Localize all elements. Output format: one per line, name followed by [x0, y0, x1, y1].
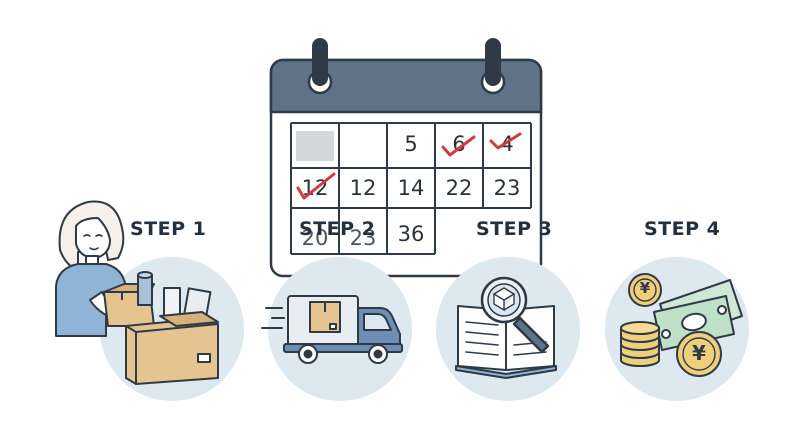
calendar-frame	[269, 38, 543, 278]
step-2-label: STEP 2	[299, 218, 376, 240]
yen-symbol: ¥	[692, 341, 706, 365]
calendar-day: 14	[397, 176, 425, 200]
calendar-day: 12	[349, 176, 377, 200]
yen-symbol: ¥	[639, 279, 651, 297]
step-4-label: STEP 4	[644, 218, 721, 240]
highlighted-cell	[296, 131, 334, 161]
calendar-day: 5	[404, 132, 418, 156]
calendar-day: 23	[493, 176, 521, 200]
check-mark-icon	[296, 132, 522, 200]
step-1-label: STEP 1	[130, 218, 207, 240]
calendar-day: 36	[397, 222, 425, 246]
calendar-day-partial: 23	[349, 226, 377, 250]
calendar-day: 22	[445, 176, 473, 200]
calendar: 5 6 4 12 12 14 22 23 20 23 36	[269, 38, 543, 278]
step-3-label: STEP 3	[476, 218, 553, 240]
calendar-day-partial: 20	[301, 226, 329, 250]
